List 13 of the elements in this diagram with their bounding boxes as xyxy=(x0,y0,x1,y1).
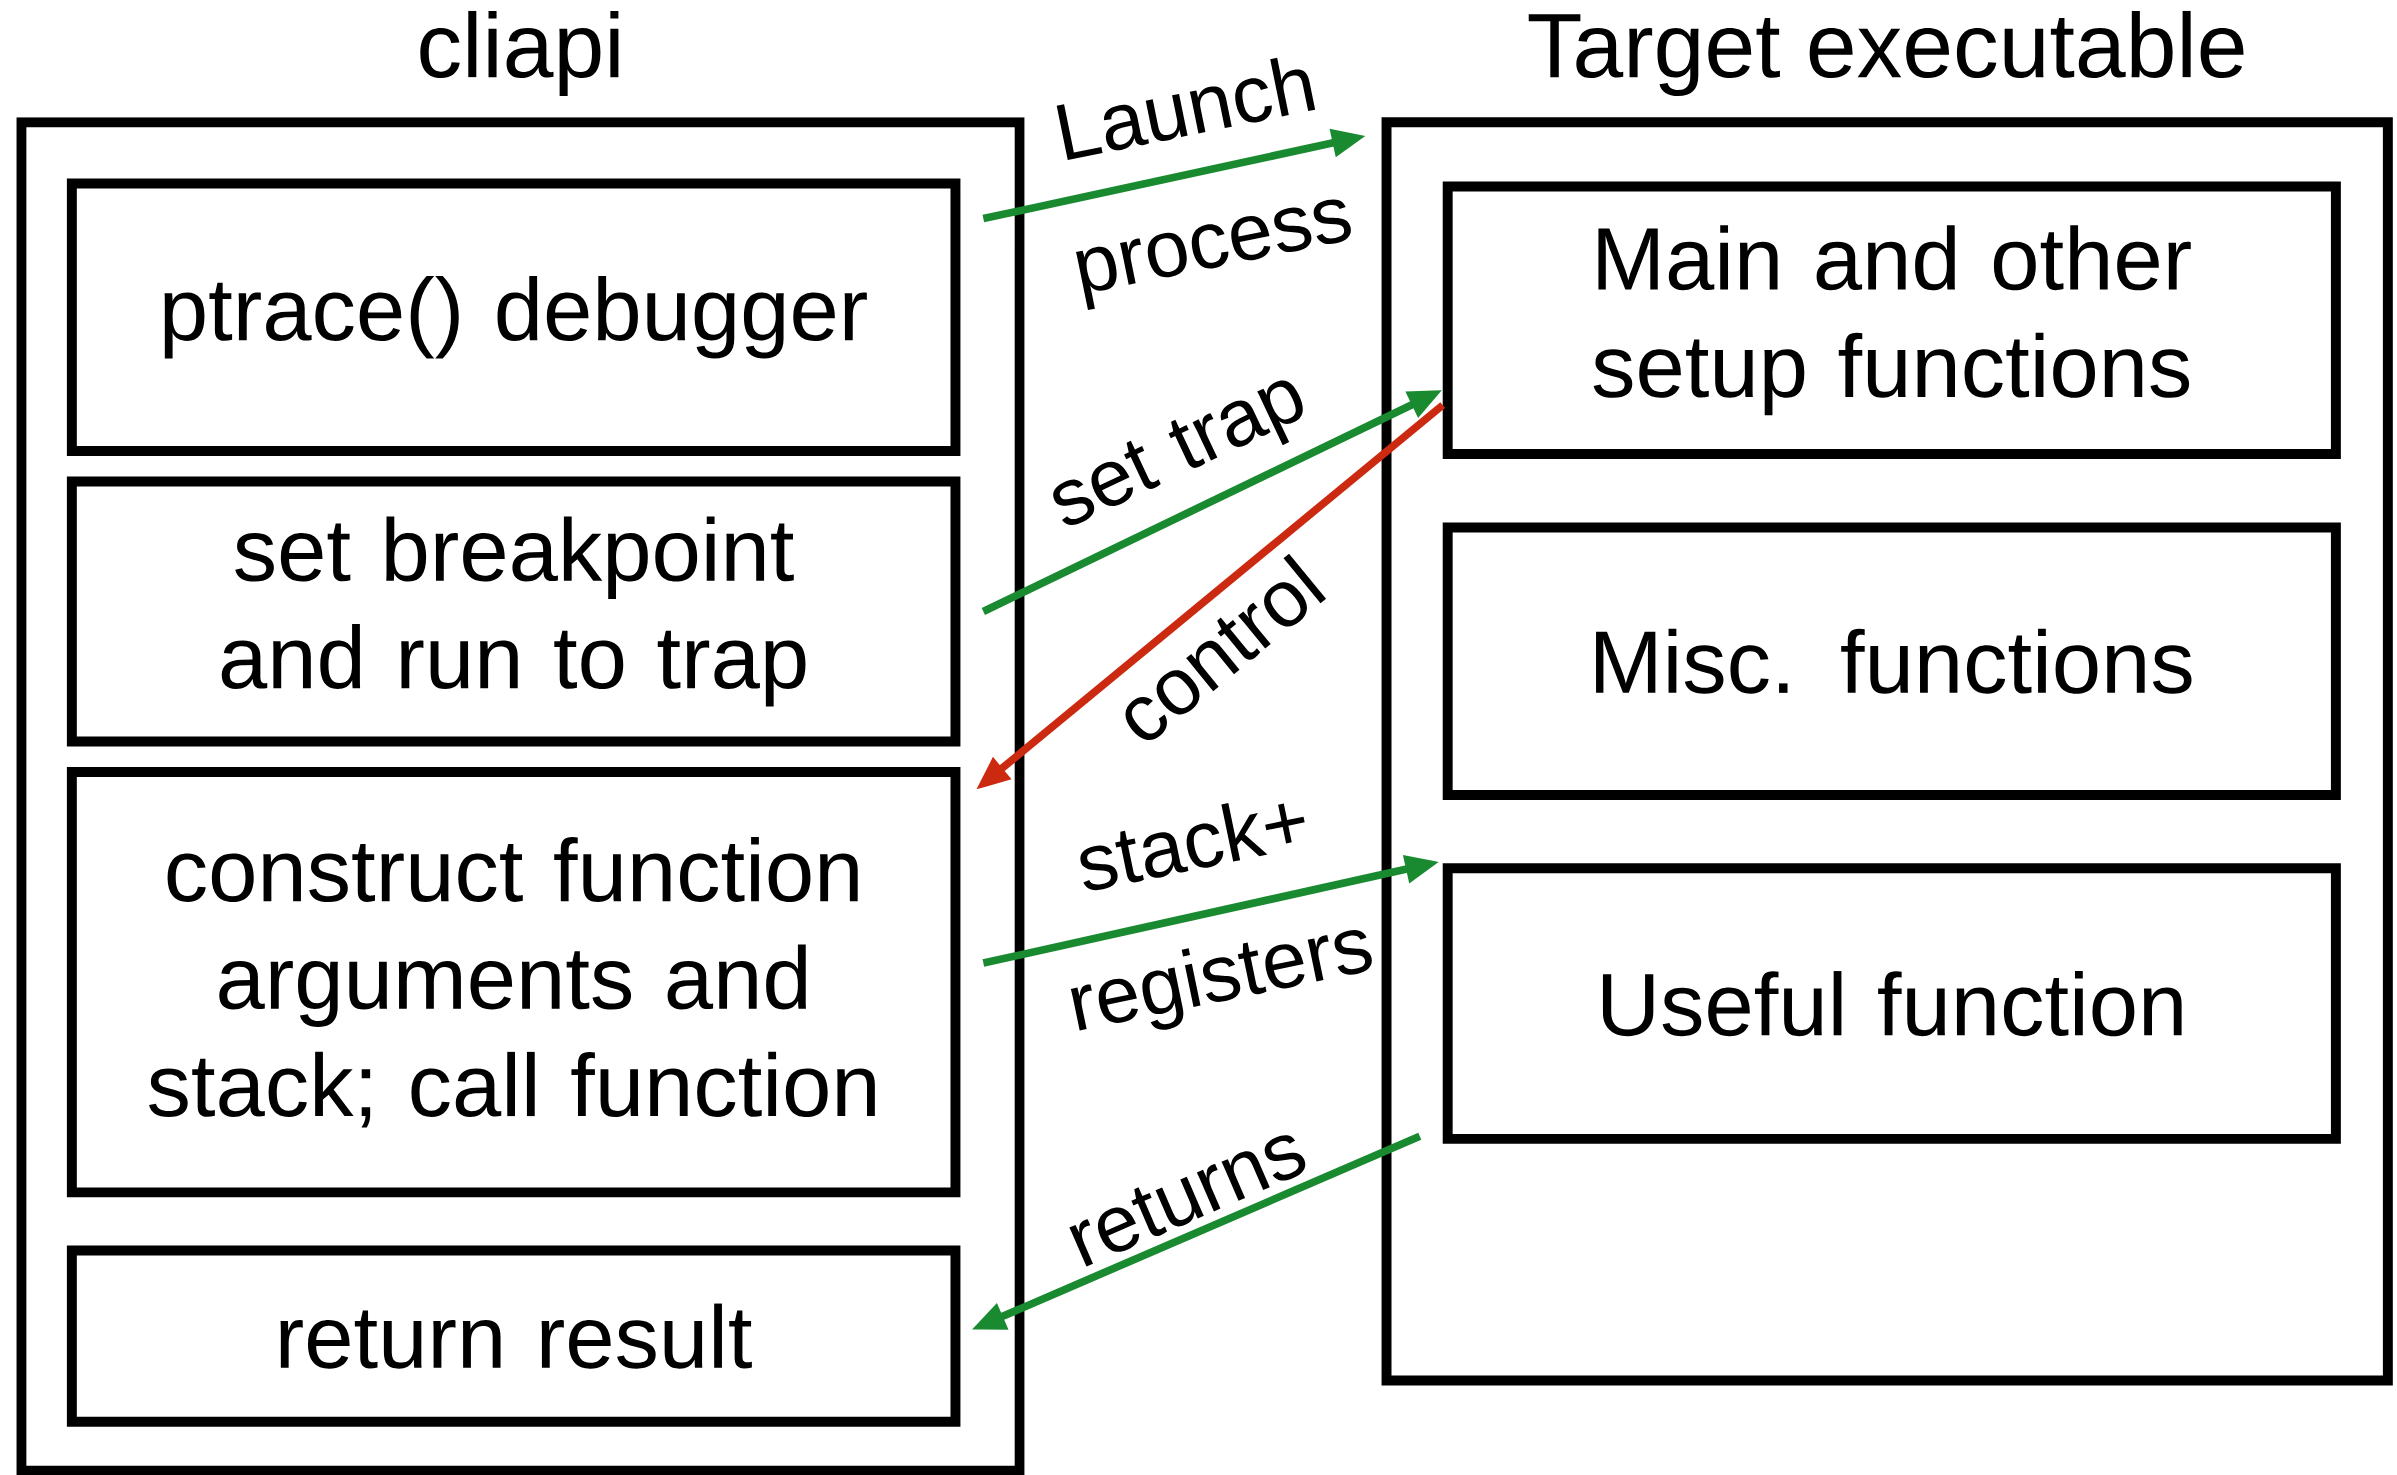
function-box: return result xyxy=(66,1245,961,1427)
function-box: ptrace() debugger xyxy=(66,178,961,456)
function-box: Useful function xyxy=(1442,863,2341,1144)
edge-label: set trap xyxy=(1053,380,1303,525)
edge-label: stack+ registers xyxy=(1070,802,1372,1031)
function-box: Misc. functions xyxy=(1442,522,2341,800)
function-box: construct function arguments and stack; call function xyxy=(66,766,961,1198)
function-box: Main and other setup functions xyxy=(1442,181,2341,459)
container-title: Target executable xyxy=(1528,10,2244,96)
container-title: cliapi xyxy=(420,10,619,96)
edge-label: returns xyxy=(1069,1135,1306,1267)
edge-label: Launch process xyxy=(1056,57,1351,310)
function-box: set breakpoint and run to trap xyxy=(66,476,961,747)
